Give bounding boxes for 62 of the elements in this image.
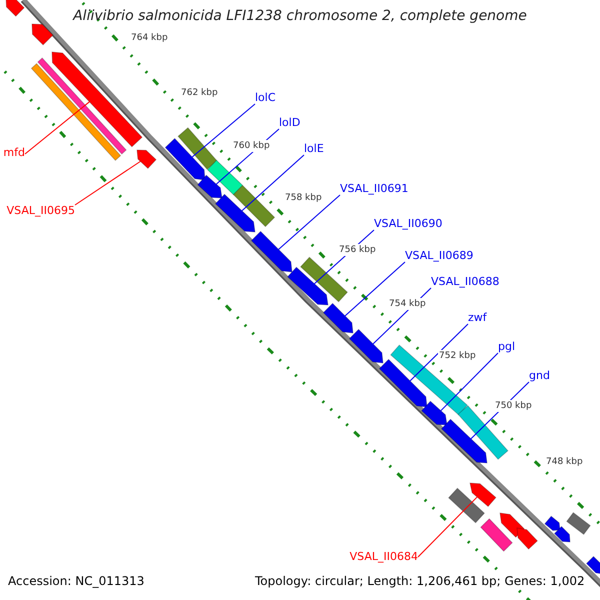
- gene-block: [37, 57, 127, 155]
- gene-label: pgl: [498, 341, 516, 353]
- gene-label: VSAL_II0695: [6, 205, 75, 217]
- map-title: Aliivibrio salmonicida LFI1238 chromosome 2, complete genome: [72, 8, 528, 24]
- scale-label: 760 kbp: [232, 140, 271, 152]
- scale-label: 764 kbp: [130, 32, 169, 44]
- gene-block: [232, 184, 276, 228]
- leader-line: [344, 262, 406, 316]
- gene-block: [32, 24, 54, 46]
- scale-label: 754 kbp: [388, 298, 427, 310]
- gene-block: [206, 160, 244, 196]
- leader-line: [418, 496, 478, 558]
- gene-block: [178, 127, 218, 170]
- gene-label: lolE: [304, 143, 324, 155]
- gene-label: VSAL_II0684: [350, 551, 418, 563]
- leader-line: [24, 101, 90, 154]
- gene-label: gnd: [529, 370, 550, 382]
- leader-line: [74, 160, 141, 206]
- gene-block: [448, 488, 485, 524]
- leader-line: [278, 194, 340, 250]
- leader-line: [440, 352, 498, 412]
- gene-block: [554, 526, 570, 542]
- scale-label: 750 kbp: [494, 400, 533, 412]
- gene-block: [164, 138, 206, 180]
- gene-block: [440, 418, 488, 464]
- gene-label: lolD: [279, 117, 300, 129]
- gene-block: [6, 0, 25, 17]
- scale-label: 752 kbp: [438, 350, 477, 362]
- gene-block: [566, 512, 591, 535]
- gene-block: [586, 556, 600, 574]
- gene-block: [500, 512, 525, 538]
- leader-line: [410, 324, 468, 382]
- gene-label: zwf: [468, 312, 487, 324]
- gene-block: [214, 194, 256, 232]
- gene-block: [52, 52, 143, 148]
- info-text: Topology: circular; Length: 1,206,461 bp; Genes: 1,002: [255, 574, 585, 589]
- gene-block: [516, 528, 538, 550]
- gene-block: [378, 358, 428, 408]
- gene-block: [250, 230, 292, 272]
- gene-block: [197, 174, 222, 198]
- scale-label: 762 kbp: [180, 87, 219, 99]
- gene-block: [300, 256, 348, 302]
- scale-label: 756 kbp: [338, 244, 377, 256]
- gene-block: [480, 518, 513, 552]
- leader-line: [192, 104, 256, 158]
- gene-label: VSAL_II0689: [405, 250, 474, 262]
- gene-block: [348, 328, 384, 364]
- gene-label: lolC: [255, 92, 276, 104]
- gene-label: VSAL_II0688: [431, 276, 500, 288]
- gene-block: [544, 516, 560, 531]
- gene-label: mfd: [3, 147, 25, 159]
- gene-block: [136, 150, 157, 169]
- gene-block: [421, 400, 448, 426]
- scale-label: 748 kbp: [545, 456, 584, 468]
- gene-block: [30, 63, 122, 161]
- gene-block: [470, 482, 496, 508]
- gene-label: VSAL_II0691: [340, 183, 408, 195]
- gene-label: VSAL_II0690: [374, 218, 442, 230]
- leader-line: [241, 154, 304, 212]
- scale-label: 758 kbp: [284, 192, 323, 204]
- info-text: Accession: NC_011313: [8, 574, 144, 589]
- gene-block: [287, 266, 328, 306]
